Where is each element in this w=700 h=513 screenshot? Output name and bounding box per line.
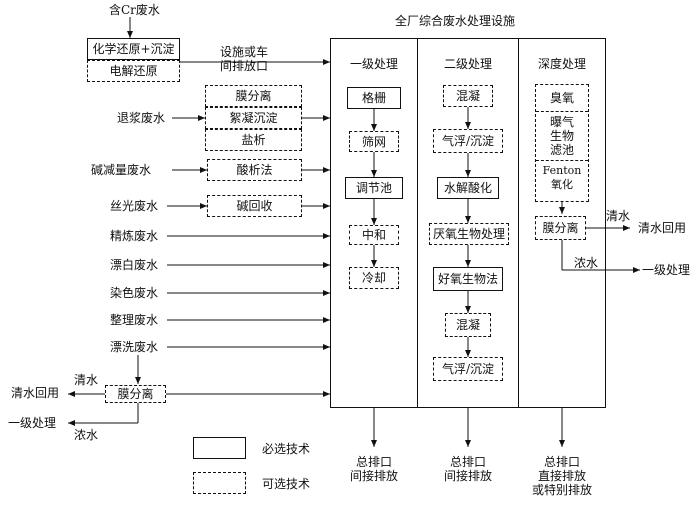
source-dyeing-wastewater: 染色废水 bbox=[110, 286, 159, 300]
advanced-step-ozone: 臭氧 bbox=[549, 91, 574, 105]
discharge-secondary: 总排口 间接排放 bbox=[443, 455, 492, 483]
primary-step-screen: 筛网 bbox=[349, 131, 399, 152]
advanced-step-baf: 曝气 生物 滤池 bbox=[549, 115, 574, 157]
discharge-advanced: 总排口 直接排放 或特别排放 bbox=[531, 455, 592, 497]
advanced-divider-1 bbox=[536, 111, 588, 112]
secondary-step-anaerobic: 厌氧生物处理 bbox=[429, 223, 509, 245]
legend-required-label: 必选技术 bbox=[262, 442, 311, 456]
secondary-step-flotation: 气浮/沉淀 bbox=[433, 129, 503, 153]
electrolytic-reduction-box: 电解还原 bbox=[87, 60, 180, 82]
discharge-primary: 总排口 间接排放 bbox=[349, 455, 398, 483]
flocculation-box: 絮凝沉淀 bbox=[205, 107, 302, 129]
alkali-recovery-box: 碱回收 bbox=[207, 195, 302, 217]
source-cr-wastewater: 含Cr废水 bbox=[109, 3, 160, 17]
source-alkali-wastewater: 碱减量废水 bbox=[91, 163, 152, 177]
secondary-step-hydrolysis: 水解酸化 bbox=[437, 177, 499, 199]
source-finishing-wastewater: 整理废水 bbox=[110, 313, 159, 327]
advanced-primary-label: 一级处理 bbox=[642, 263, 691, 277]
advanced-reuse-label: 清水回用 bbox=[638, 221, 687, 235]
primary-step-grille: 格栅 bbox=[347, 87, 401, 109]
secondary-step-coagulation: 混凝 bbox=[443, 85, 493, 107]
rinse-reuse-label: 清水回用 bbox=[11, 386, 60, 400]
salting-out-box: 盐析 bbox=[205, 129, 302, 151]
secondary-step-aerobic: 好氧生物法 bbox=[433, 267, 503, 291]
advanced-concentrate-label: 浓水 bbox=[574, 256, 599, 270]
source-desizing-wastewater: 退浆废水 bbox=[117, 111, 166, 125]
advanced-group-box: 臭氧 曝气 生物 滤池 Fenton 氧化 bbox=[535, 84, 589, 202]
secondary-step-flotation-2: 气浮/沉淀 bbox=[433, 357, 503, 381]
chemical-reduction-box: 化学还原+沉淀 bbox=[87, 38, 180, 60]
advanced-treatment-column bbox=[518, 38, 606, 408]
acid-precipitation-box: 酸析法 bbox=[207, 159, 302, 181]
advanced-divider-2 bbox=[536, 160, 588, 161]
rinse-clear-water-label: 清水 bbox=[74, 373, 99, 387]
primary-header: 一级处理 bbox=[349, 57, 398, 71]
secondary-header: 二级处理 bbox=[443, 57, 492, 71]
source-scouring-wastewater: 精炼废水 bbox=[110, 229, 159, 243]
source-bleaching-wastewater: 漂白废水 bbox=[110, 258, 159, 272]
legend-optional-label: 可选技术 bbox=[262, 477, 311, 491]
source-mercerizing-wastewater: 丝光废水 bbox=[110, 199, 159, 213]
advanced-step-fenton: Fenton 氧化 bbox=[542, 164, 582, 191]
primary-step-cooling: 冷却 bbox=[349, 267, 399, 289]
advanced-header: 深度处理 bbox=[537, 57, 586, 71]
advanced-clear-water-label: 清水 bbox=[606, 209, 631, 223]
primary-step-equalization: 调节池 bbox=[345, 177, 403, 199]
rinse-primary-label: 一级处理 bbox=[8, 416, 57, 430]
secondary-step-coagulation-2: 混凝 bbox=[445, 313, 491, 337]
legend-required-swatch bbox=[193, 437, 246, 459]
legend-optional-swatch bbox=[193, 472, 246, 494]
advanced-step-membrane: 膜分离 bbox=[535, 216, 586, 240]
primary-step-neutralization: 中和 bbox=[349, 225, 399, 245]
diagram-title: 全厂综合废水处理设施 bbox=[395, 14, 516, 28]
workshop-outlet-label: 设施或车 间排放口 bbox=[220, 45, 269, 73]
membrane-separation-box: 膜分离 bbox=[205, 85, 302, 107]
rinse-concentrate-label: 浓水 bbox=[74, 428, 99, 442]
rinse-membrane-box: 膜分离 bbox=[105, 385, 166, 403]
source-rinsing-wastewater: 漂洗废水 bbox=[110, 340, 159, 354]
